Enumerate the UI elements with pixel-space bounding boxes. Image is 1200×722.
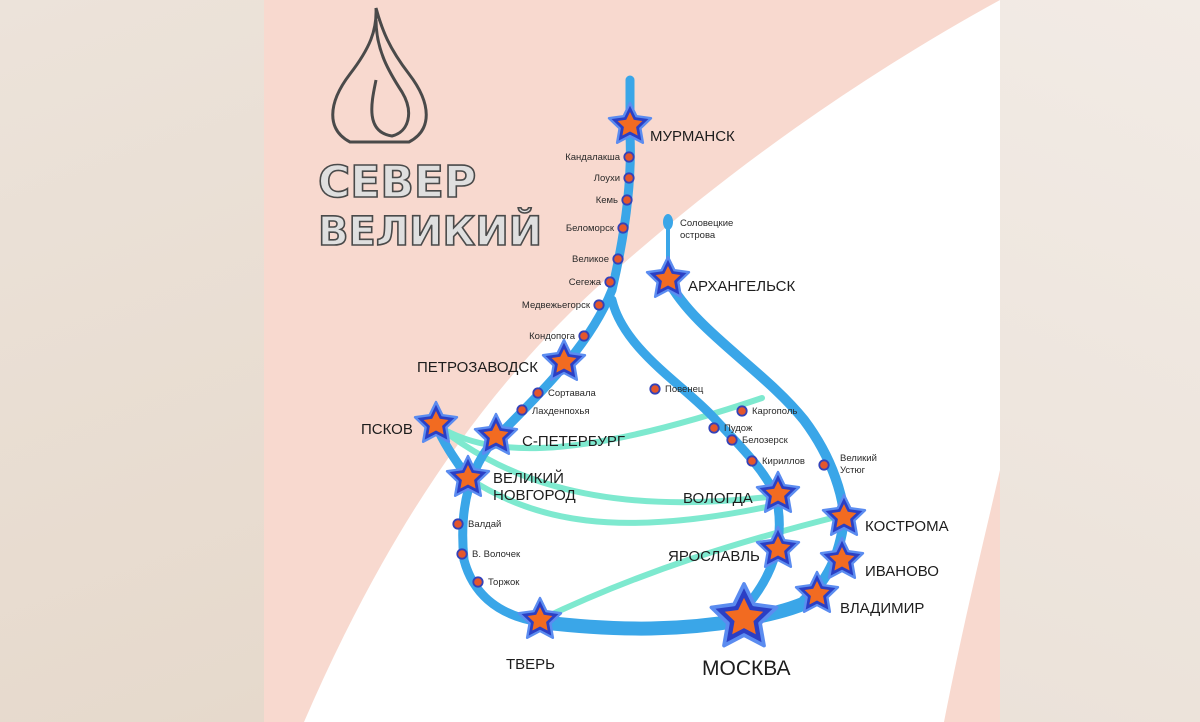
- label-vologda: ВОЛОГДА: [683, 490, 753, 507]
- stop-veliky-ustyug: [818, 459, 830, 471]
- label-kargopol: Каргополь: [752, 406, 797, 417]
- branch-routes: [433, 395, 847, 623]
- route-pskov-spb: [433, 395, 765, 452]
- label-velikoe: Великое: [572, 254, 609, 265]
- onion-dome-icon: [331, 7, 428, 144]
- stop-kondopoga: [578, 330, 590, 342]
- label-petrozavodsk: ПЕТРОЗАВОДСК: [417, 359, 538, 376]
- stop-medvezhyegorsk: [593, 299, 605, 311]
- left-background: [0, 0, 264, 722]
- stop-povenets: [649, 383, 661, 395]
- stop-v-volochek: [456, 548, 468, 560]
- label-novgorod-2: НОВГОРОД: [493, 487, 576, 504]
- label-v-volochek: В. Волочек: [472, 549, 521, 560]
- label-kostroma: КОСТРОМА: [865, 518, 949, 535]
- label-moscow: МОСКВА: [702, 657, 791, 680]
- map-card: СЕВЕР ВЕЛИКИЙ: [264, 0, 1000, 722]
- label-spb: С-ПЕТЕРБУРГ: [522, 433, 625, 450]
- solovki-island-icon: [663, 214, 673, 230]
- logo-line1: СЕВЕР: [318, 157, 476, 208]
- label-valdai: Валдай: [468, 519, 501, 530]
- label-kondopoga: Кондопога: [529, 331, 576, 342]
- label-novgorod-1: ВЕЛИКИЙ: [493, 469, 564, 487]
- town-labels: Кандалакша Лоухи Кемь Беломорск Великое …: [468, 152, 877, 588]
- label-pudozh: Пудож: [724, 423, 753, 434]
- stop-torzhok: [472, 576, 484, 588]
- label-sortavala: Сортавала: [548, 388, 597, 399]
- label-segezha: Сегежа: [569, 277, 602, 288]
- stop-lakhdenpokhya: [516, 404, 528, 416]
- route-pskov-vologda: [433, 422, 779, 506]
- stop-valdai: [452, 518, 464, 530]
- label-murmansk: МУРМАНСК: [650, 128, 735, 145]
- stop-belozersk: [726, 434, 738, 446]
- label-yaroslavl: ЯРОСЛАВЛЬ: [668, 548, 760, 565]
- route-tver-moscow: [533, 589, 826, 636]
- label-veliky-ustyug-1: Великий: [840, 453, 877, 464]
- label-povenets: Повенец: [665, 384, 704, 395]
- label-solovki-2: острова: [680, 230, 716, 241]
- label-vladimir: ВЛАДИМИР: [840, 600, 924, 617]
- stop-velikoe: [612, 253, 624, 265]
- stop-kirillov: [746, 455, 758, 467]
- label-pskov: ПСКОВ: [361, 421, 413, 438]
- stop-kargopol: [736, 405, 748, 417]
- star-murmansk: [607, 101, 653, 145]
- label-tver: ТВЕРЬ: [506, 656, 555, 673]
- label-kandalaksha: Кандалакша: [565, 152, 620, 163]
- label-kem: Кемь: [596, 195, 618, 206]
- label-solovki-1: Соловецкие: [680, 218, 733, 229]
- route-novgorod-vologda: [465, 475, 779, 526]
- stop-kandalaksha: [623, 151, 635, 163]
- background-swoosh-edge: [944, 470, 1000, 722]
- label-kirillov: Кириллов: [762, 456, 805, 467]
- label-torzhok: Торжок: [488, 577, 520, 588]
- label-lakhdenpokhya: Лахденпохья: [532, 406, 590, 417]
- stop-sortavala: [532, 387, 544, 399]
- city-labels: МУРМАНСК АРХАНГЕЛЬСК ПЕТРОЗАВОДСК ПСКОВ …: [361, 128, 949, 680]
- stop-segezha: [604, 276, 616, 288]
- label-medvezhyegorsk: Медвежьегорск: [522, 300, 591, 311]
- label-ivanovo: ИВАНОВО: [865, 563, 939, 580]
- stop-loukhi: [623, 172, 635, 184]
- stop-kem: [621, 194, 633, 206]
- logo-line2: ВЕЛИКИЙ: [318, 207, 542, 255]
- label-arkhangelsk: АРХАНГЕЛЬСК: [688, 278, 795, 295]
- stop-pudozh: [708, 422, 720, 434]
- stop-belomorsk: [617, 222, 629, 234]
- right-background: [1000, 0, 1200, 722]
- label-belozersk: Белозерск: [742, 435, 789, 446]
- route-map: СЕВЕР ВЕЛИКИЙ: [304, 0, 1000, 722]
- label-loukhi: Лоухи: [594, 173, 620, 184]
- label-belomorsk: Беломорск: [566, 223, 615, 234]
- logo: СЕВЕР ВЕЛИКИЙ: [317, 7, 543, 256]
- route-tver-kostroma: [537, 512, 847, 623]
- label-veliky-ustyug-2: Устюг: [840, 465, 866, 476]
